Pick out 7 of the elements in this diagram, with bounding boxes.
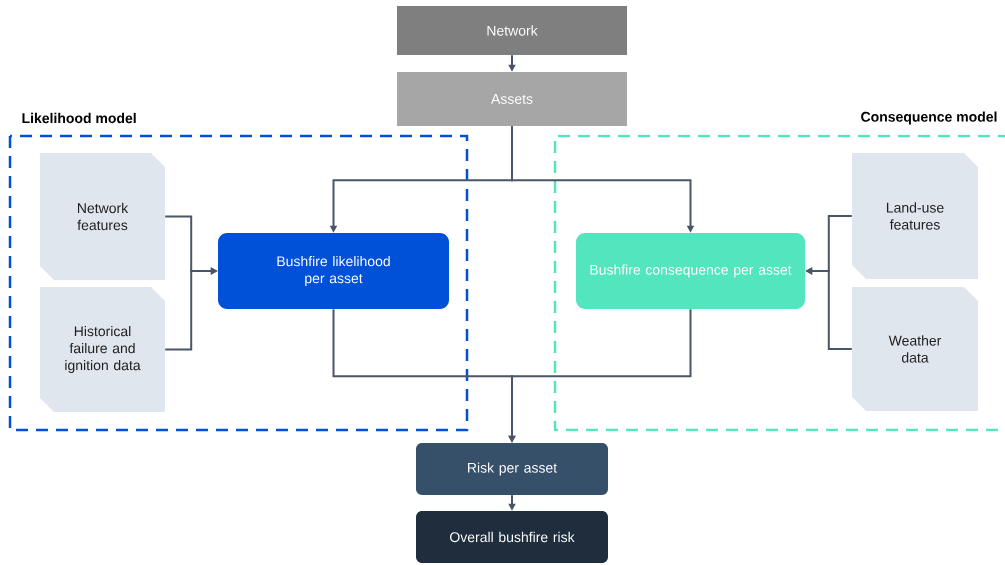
process-box: Overall bushfire risk — [416, 511, 608, 563]
process-box: Risk per asset — [416, 443, 608, 495]
process-box: Network — [397, 6, 627, 55]
process-box: Bushfire likelihood per asset — [218, 233, 449, 309]
node-label: Likelihood model — [22, 112, 136, 124]
process-box: Assets — [397, 72, 627, 126]
process-box: Bushfire consequence per asset — [576, 233, 805, 309]
